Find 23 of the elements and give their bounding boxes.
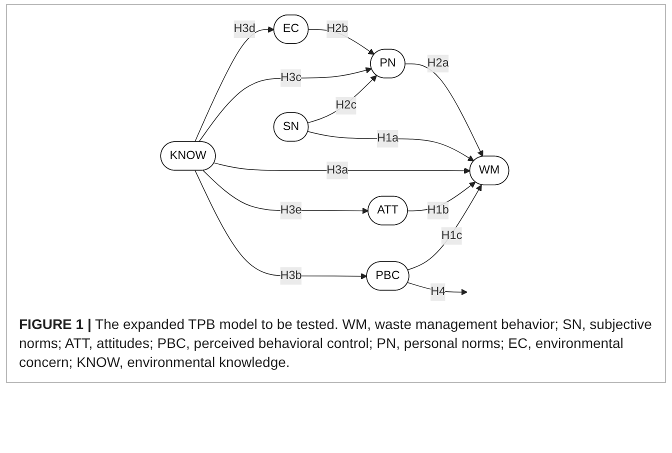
arrow: [202, 170, 369, 214]
edge-label: H2c: [336, 99, 357, 112]
edge-label: H2b: [326, 22, 348, 36]
arrow: [194, 170, 368, 280]
edge-label: H3e: [280, 204, 302, 216]
edge-label: H3b: [280, 269, 302, 282]
edge-label: H3d: [234, 22, 256, 36]
edge-label: H3a: [326, 164, 348, 176]
arrow: [308, 29, 375, 55]
figure-caption: FIGURE 1 | The expanded TPB model to be tested. WM, waste management behavior; SN, subjective norms; ATT, attitudes; PBC, perceived behavioral control; PN, personal norms; EC, environmental concern; KNOW, environmental knowledge.: [19, 315, 653, 372]
edge-label: H1a: [376, 132, 399, 145]
arrow: [407, 184, 482, 270]
arrow: [214, 162, 470, 174]
arrow: [405, 64, 484, 157]
edge-label: H1c: [441, 229, 462, 242]
arrow: [308, 75, 377, 124]
arrow: [194, 26, 274, 142]
edge-label: H1b: [427, 204, 449, 216]
arrow: [198, 67, 372, 142]
edge-label: H2a: [427, 56, 449, 70]
edge-label: H3c: [280, 71, 302, 84]
edge-label: H4: [430, 285, 446, 298]
arrow: [308, 131, 474, 162]
